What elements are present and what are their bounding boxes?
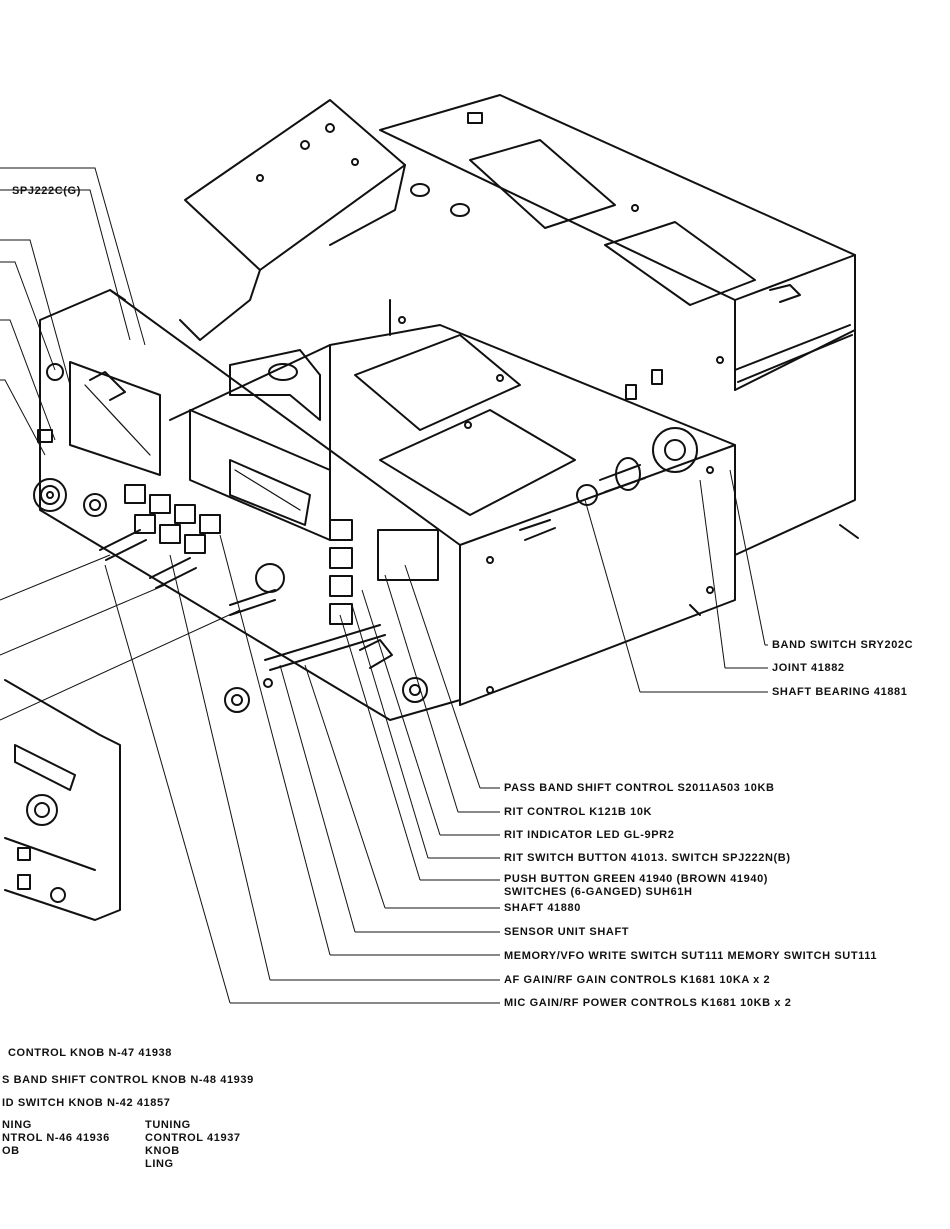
main-chassis <box>169 299 736 561</box>
callout-rit-control: RIT CONTROL K121B 10K <box>504 806 653 818</box>
switch-bank <box>124 484 439 625</box>
callout-band-shift-knob: S BAND SHIFT CONTROL KNOB N-48 41939 <box>2 1074 254 1086</box>
front-jacks <box>33 363 107 517</box>
callout-band-switch: BAND SWITCH SRY202C <box>772 639 914 651</box>
knob-left-line-3: OB <box>2 1145 20 1157</box>
knob-right-line-3: KNOB <box>145 1145 180 1157</box>
top-bracket <box>179 99 406 341</box>
front-panel <box>4 679 121 921</box>
callout-sensor-shaft: SENSOR UNIT SHAFT <box>504 926 630 938</box>
knob-right-line-4: LING <box>145 1158 174 1170</box>
callout-shaft-bearing: SHAFT BEARING 41881 <box>772 686 908 698</box>
callout-memory-switch: MEMORY/VFO WRITE SWITCH SUT111 MEMORY SW… <box>504 950 878 962</box>
knob-right-line-1: TUNING <box>145 1119 191 1131</box>
callout-shaft: SHAFT 41880 <box>504 902 581 914</box>
knob-left-line-2: NTROL N-46 41936 <box>2 1132 110 1144</box>
side-panel <box>459 444 736 706</box>
callout-af-rf-gain: AF GAIN/RF GAIN CONTROLS K1681 10KA x 2 <box>504 974 771 986</box>
callout-mic-rf-power: MIC GAIN/RF POWER CONTROLS K1681 10KB x … <box>504 997 792 1009</box>
callout-spj222cg: SPJ222C(G) <box>12 185 81 197</box>
callout-rit-switch: RIT SWITCH BUTTON 41013. SWITCH SPJ222N(… <box>504 852 791 864</box>
callout-push-button: PUSH BUTTON GREEN 41940 (BROWN 41940) <box>504 873 769 885</box>
front-subpanel <box>39 289 461 721</box>
rear-chassis-box <box>379 94 856 556</box>
callout-rit-led: RIT INDICATOR LED GL-9PR2 <box>504 829 675 841</box>
callout-switches-ganged: SWITCHES (6-GANGED) SUH61H <box>504 886 693 898</box>
callout-id-switch-knob: ID SWITCH KNOB N-42 41857 <box>2 1097 171 1109</box>
callout-control-knob: CONTROL KNOB N-47 41938 <box>8 1047 172 1059</box>
knob-left-line-1: NING <box>2 1119 32 1131</box>
knob-right-line-2: CONTROL 41937 <box>145 1132 241 1144</box>
callout-joint: JOINT 41882 <box>772 662 845 674</box>
leader-lines <box>0 167 768 1004</box>
callout-pass-band-shift: PASS BAND SHIFT CONTROL S2011A503 10KB <box>504 782 775 794</box>
